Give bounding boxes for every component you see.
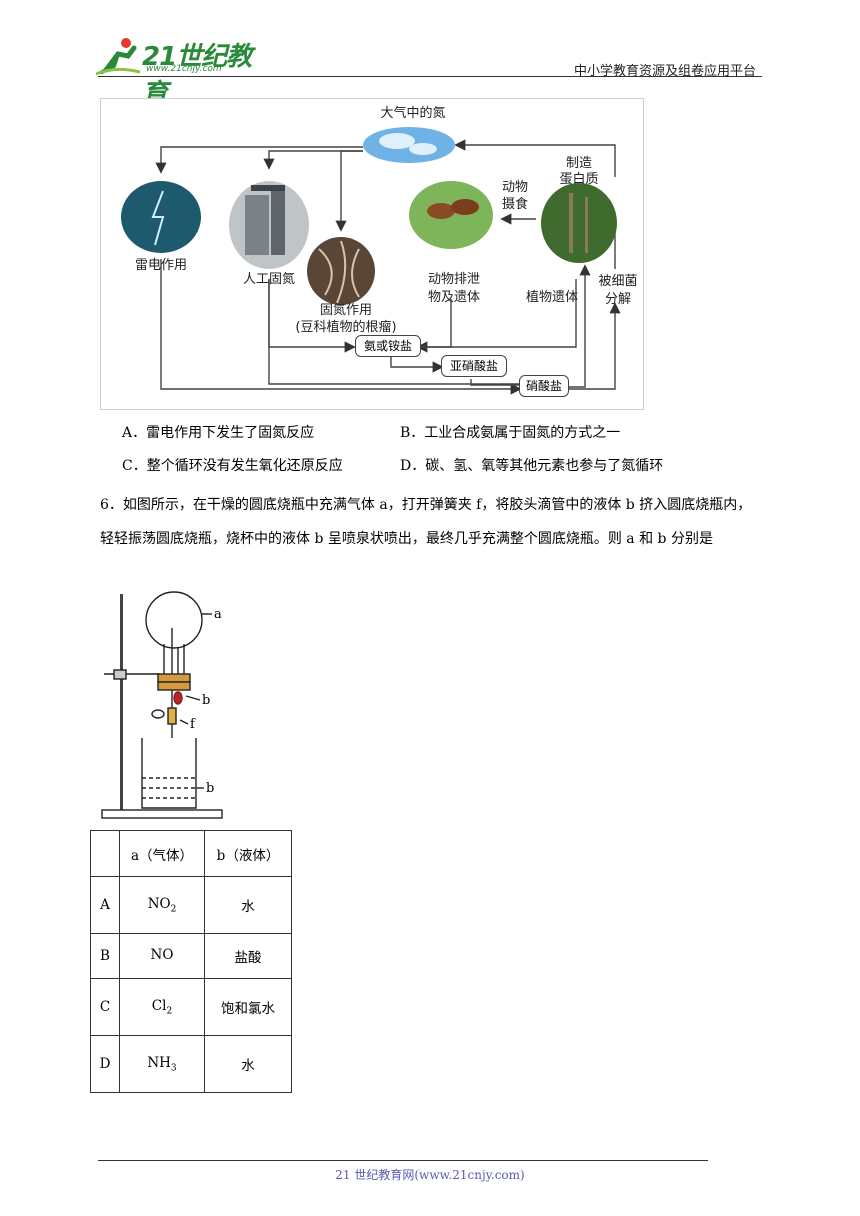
fountain-apparatus: a b f b [101,591,223,819]
logo-url: www.21cnjy.com [146,64,222,74]
label-animal-eat-1: 动物 [501,180,528,195]
footer-divider [98,1160,708,1161]
label-animal-eat-2: 摄食 [501,197,528,212]
label-animal-excrete-1: 动物排泄 [427,272,480,287]
label-atmosphere: 大气中的氮 [380,106,446,121]
row-option: B [90,933,120,979]
table-row: A NO2 水 [90,876,292,934]
label-bacteria-2: 分解 [604,292,631,307]
nitrogen-cycle-diagram: 大气中的氮 雷电作用 人工固氮 固氮作用 (豆科植物的根瘤) 动物排泄 物及遗体… [100,98,644,410]
row-liquid: 水 [204,876,292,934]
label-bacteria-1: 被细菌 [598,274,638,289]
label-f: f [190,717,196,732]
row-option: D [90,1035,120,1093]
label-plant-remains: 植物遗体 [525,290,578,305]
table-row: D NH3 水 [90,1035,292,1093]
label-animal-excrete-2: 物及遗体 [427,290,480,305]
label-industrial: 人工固氮 [242,272,295,287]
table-row: C Cl2 饱和氯水 [90,978,292,1036]
table-header-blank [90,830,120,877]
answer-table: a（气体） b（液体） A NO2 水 B NO 盐酸 C Cl2 饱和氯水 D… [90,830,292,1093]
question-6-text: 6．如图所示，在干燥的圆底烧瓶中充满气体 a，打开弹簧夹 f，将胶头滴管中的液体… [100,497,752,547]
site-logo: 21世纪教育 www.21cnjy.com [96,34,256,109]
box-nitrate: 硝酸盐 [519,375,569,397]
row-option: A [90,876,120,934]
forest-image [541,183,617,263]
row-liquid: 盐酸 [204,933,292,979]
table-header-gas: a（气体） [119,830,205,877]
header-title: 中小学教育资源及组卷应用平台 [573,64,756,79]
row-gas: Cl2 [119,978,205,1036]
row-gas: NO2 [119,876,205,934]
footer-link[interactable]: 21 世纪教育网(www.21cnjy.com) [335,1168,525,1182]
label-make-protein-1: 制造 [565,156,592,171]
label-b-beaker: b [206,781,214,796]
option-d: D．碳、氢、氧等其他元素也参与了氮循环 [400,458,664,474]
label-a: a [214,607,222,622]
logo-text: 21世纪教育 [142,42,252,109]
runner-logo-icon [96,38,141,76]
box-nitrite: 亚硝酸盐 [441,355,507,377]
box-ammonia: 氨或铵盐 [355,335,421,357]
row-gas: NH3 [119,1035,205,1093]
option-c: C．整个循环没有发生氧化还原反应 [122,458,343,474]
table-row: B NO 盐酸 [90,933,292,979]
label-bio-fixation-sub: (豆科植物的根瘤) [295,320,397,335]
header-divider [98,76,762,77]
table-header-liquid: b（液体） [204,830,292,877]
row-liquid: 饱和氯水 [204,978,292,1036]
row-option: C [90,978,120,1036]
label-b-dropper: b [202,693,210,708]
row-gas: NO [119,933,205,979]
option-b: B．工业合成氨属于固氮的方式之一 [400,425,621,441]
label-make-protein-2: 蛋白质 [559,172,599,187]
option-a: A．雷电作用下发生了固氮反应 [122,425,315,441]
diagram-arrows [121,127,621,395]
label-bio-fixation: 固氮作用 [319,303,372,318]
label-thunder: 雷电作用 [134,258,187,273]
row-liquid: 水 [204,1035,292,1093]
